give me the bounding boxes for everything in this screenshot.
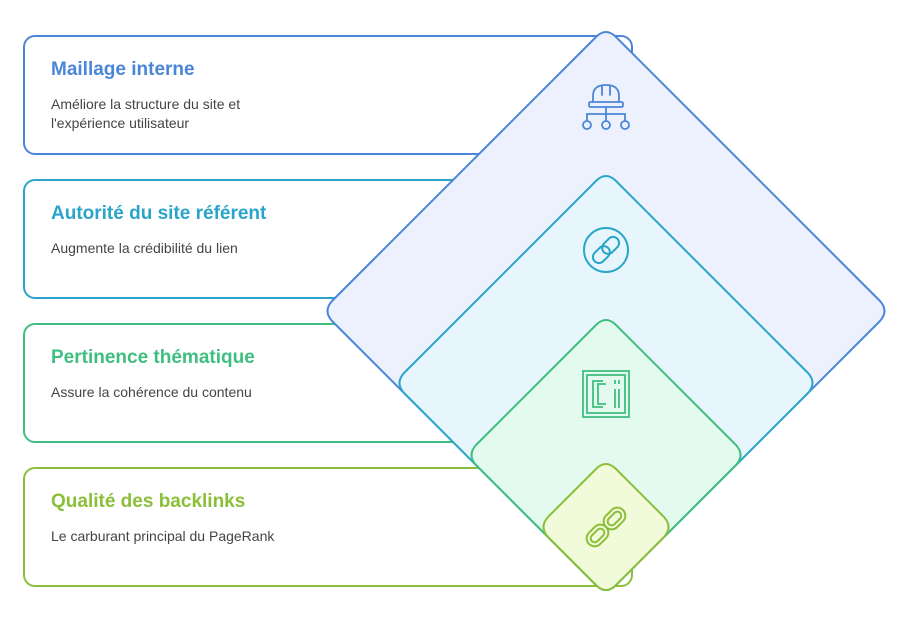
card-description: Améliore la structure du site et l'expér… xyxy=(51,96,241,131)
card-maillage-interne: Maillage interne Améliore la structure d… xyxy=(23,35,633,155)
card-title: Pertinence thématique xyxy=(51,347,255,368)
card-title: Autorité du site référent xyxy=(51,203,267,224)
card-description: Assure la cohérence du contenu xyxy=(51,384,252,400)
site-structure-icon xyxy=(582,84,630,130)
card-description: Le carburant principal du PageRank xyxy=(51,528,275,544)
link-circle-icon xyxy=(583,227,629,273)
card-title: Maillage interne xyxy=(51,59,195,80)
chain-link-icon xyxy=(585,506,627,548)
card-title: Qualité des backlinks xyxy=(51,491,246,512)
content-frame-icon xyxy=(582,370,630,418)
card-description: Augmente la crédibilité du lien xyxy=(51,240,238,256)
